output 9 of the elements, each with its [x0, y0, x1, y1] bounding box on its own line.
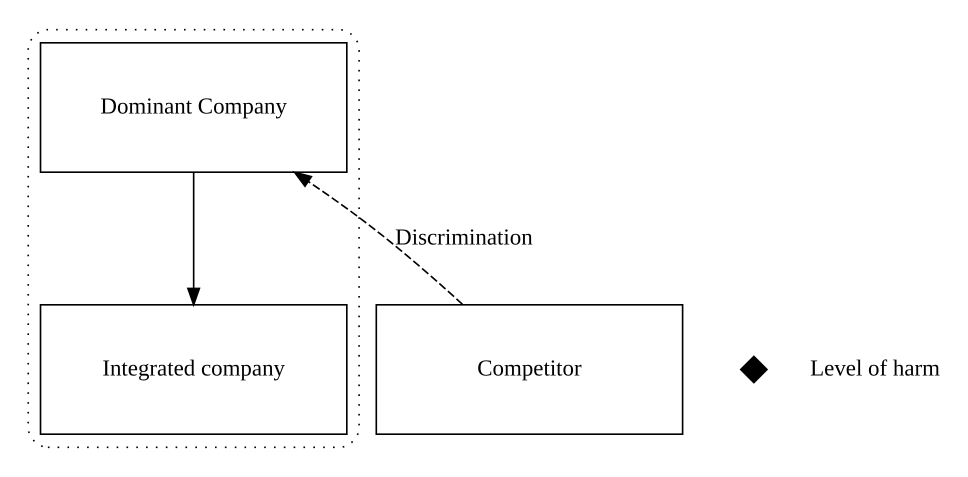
node-label: Level of harm [810, 356, 940, 381]
node-box: Competitor [375, 304, 684, 436]
arrow [186, 172, 201, 308]
node-box: Dominant Company [40, 42, 348, 173]
cluster [27, 28, 360, 448]
edge-label: Discrimination [395, 224, 533, 250]
arrow [292, 170, 464, 305]
node-cross [740, 355, 768, 384]
node-box: Integrated company [40, 304, 348, 436]
